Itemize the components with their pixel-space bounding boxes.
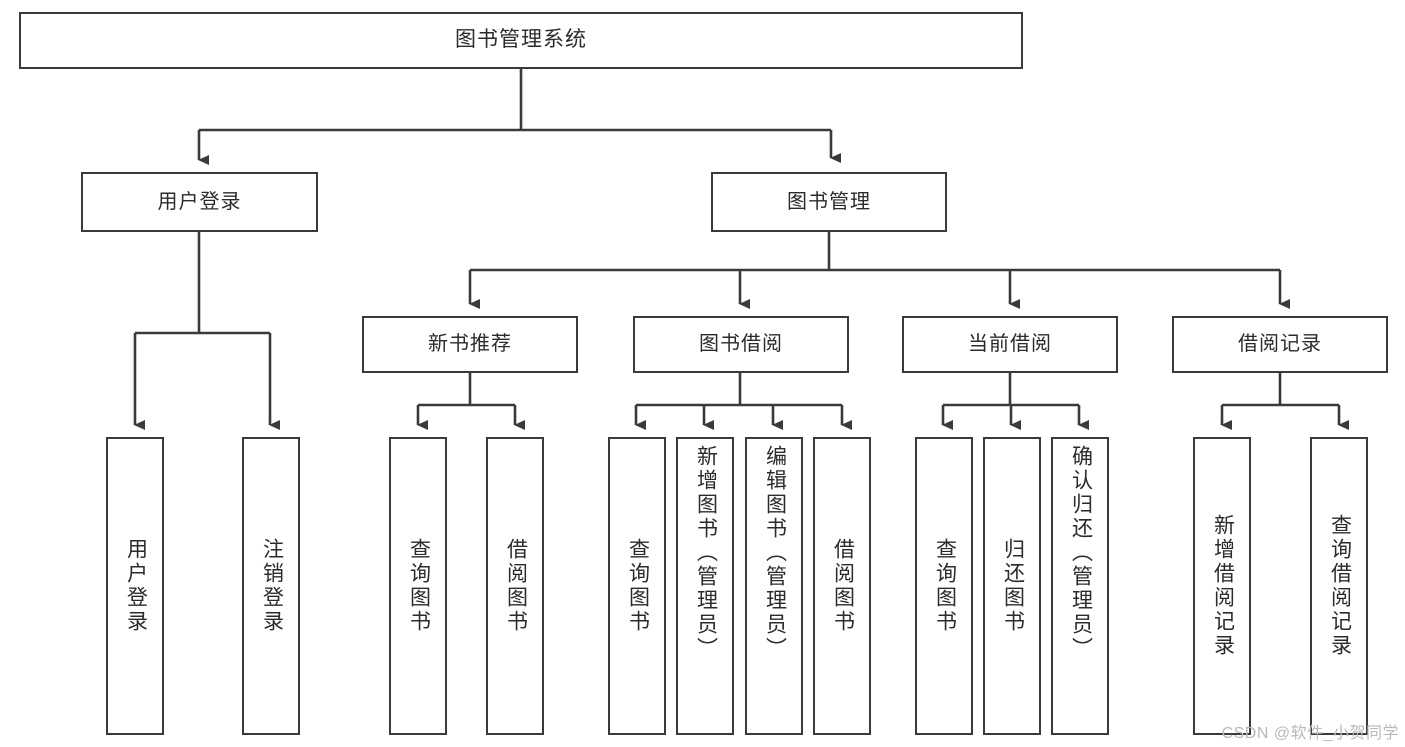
node-label: 图书管理系统 bbox=[455, 28, 587, 52]
leaf-query-book-recommend[interactable]: 查询图书 bbox=[389, 437, 447, 735]
watermark: CSDN @软件_小贺同学 bbox=[1221, 725, 1399, 742]
leaf-query-borrow-record[interactable]: 查询借阅记录 bbox=[1310, 437, 1368, 735]
node-label: 图书借阅 bbox=[699, 333, 783, 355]
leaf-label: 注销登录 bbox=[260, 538, 284, 634]
node-label: 当前借阅 bbox=[968, 333, 1052, 355]
leaf-label: 新增借阅记录 bbox=[1211, 514, 1235, 658]
leaf-logout[interactable]: 注销登录 bbox=[242, 437, 300, 735]
leaf-label: 借阅图书 bbox=[831, 538, 855, 634]
leaf-label: 查询图书 bbox=[407, 538, 431, 634]
leaf-label: 查询图书 bbox=[626, 538, 650, 634]
node-label: 新书推荐 bbox=[428, 333, 512, 355]
leaf-query-book-current[interactable]: 查询图书 bbox=[915, 437, 973, 735]
node-user-login[interactable]: 用户登录 bbox=[81, 172, 318, 232]
node-label: 借阅记录 bbox=[1238, 333, 1322, 355]
leaf-label: 借阅图书 bbox=[504, 538, 528, 634]
node-book-management[interactable]: 图书管理 bbox=[711, 172, 947, 232]
node-borrow-record[interactable]: 借阅记录 bbox=[1172, 316, 1388, 373]
leaf-label: 新增图书（管理员） bbox=[694, 445, 718, 661]
leaf-borrow-book[interactable]: 借阅图书 bbox=[813, 437, 871, 735]
leaf-label: 查询图书 bbox=[933, 538, 957, 634]
leaf-query-book-borrow[interactable]: 查询图书 bbox=[608, 437, 666, 735]
leaf-add-book-admin[interactable]: 新增图书（管理员） bbox=[676, 437, 734, 735]
node-book-borrow[interactable]: 图书借阅 bbox=[633, 316, 849, 373]
leaf-label: 编辑图书（管理员） bbox=[763, 445, 787, 661]
node-current-borrow[interactable]: 当前借阅 bbox=[902, 316, 1118, 373]
node-root-system[interactable]: 图书管理系统 bbox=[19, 12, 1023, 69]
leaf-borrow-book-recommend[interactable]: 借阅图书 bbox=[486, 437, 544, 735]
leaf-edit-book-admin[interactable]: 编辑图书（管理员） bbox=[745, 437, 803, 735]
leaf-confirm-return-admin[interactable]: 确认归还（管理员） bbox=[1051, 437, 1109, 735]
node-label: 图书管理 bbox=[787, 190, 871, 213]
leaf-label: 归还图书 bbox=[1001, 538, 1025, 634]
node-new-book-recommend[interactable]: 新书推荐 bbox=[362, 316, 578, 373]
leaf-user-login[interactable]: 用户登录 bbox=[106, 437, 164, 735]
leaf-label: 查询借阅记录 bbox=[1328, 514, 1352, 658]
leaf-label: 确认归还（管理员） bbox=[1069, 445, 1093, 661]
leaf-add-borrow-record[interactable]: 新增借阅记录 bbox=[1193, 437, 1251, 735]
leaf-label: 用户登录 bbox=[124, 538, 148, 634]
leaf-return-book[interactable]: 归还图书 bbox=[983, 437, 1041, 735]
node-label: 用户登录 bbox=[157, 190, 242, 213]
